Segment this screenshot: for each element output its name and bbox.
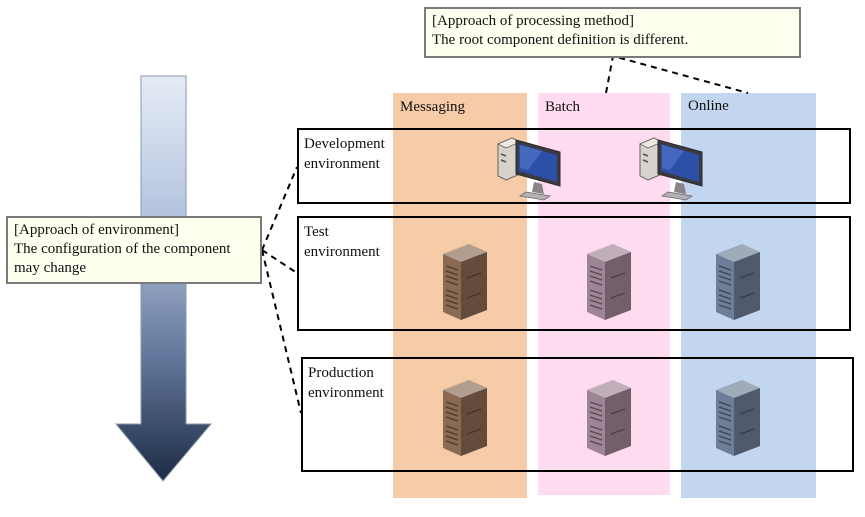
env-dev-line2: environment [304, 156, 380, 172]
server-tower-icon [586, 379, 632, 457]
env-prod-line1: Production [308, 365, 374, 381]
env-test-line1: Test [304, 224, 329, 240]
environment-box-production [301, 357, 854, 472]
note-environment-line2: The configuration of the component [14, 241, 231, 257]
note-processing-title: [Approach of processing method] [432, 13, 635, 29]
column-label-online: Online [688, 98, 729, 114]
note-processing-method: [Approach of processing method] The root… [424, 7, 801, 58]
column-label-batch: Batch [545, 99, 580, 115]
computer-workstation-icon [639, 137, 703, 201]
environment-label-production: Production environment [308, 363, 384, 403]
server-tower-icon [715, 243, 761, 321]
environment-box-test [297, 216, 851, 331]
column-label-messaging: Messaging [400, 99, 465, 115]
environment-label-development: Development environment [304, 134, 385, 174]
note-environment-line3: may change [14, 260, 87, 276]
server-tower-icon [442, 379, 488, 457]
note-processing-body: The root component definition is differe… [432, 32, 689, 48]
server-tower-icon [442, 243, 488, 321]
server-tower-icon [586, 243, 632, 321]
env-prod-line2: environment [308, 385, 384, 401]
computer-workstation-icon [497, 137, 561, 201]
env-test-line2: environment [304, 244, 380, 260]
server-tower-icon [715, 379, 761, 457]
note-environment-title: [Approach of environment] [14, 222, 179, 238]
environment-box-development [297, 128, 851, 204]
env-dev-line1: Development [304, 136, 385, 152]
environment-label-test: Test environment [304, 222, 380, 262]
note-environment: [Approach of environment] The configurat… [6, 216, 262, 284]
